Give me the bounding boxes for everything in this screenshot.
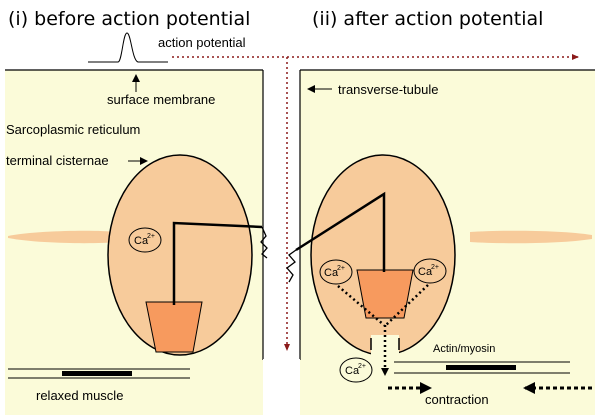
relaxed-muscle-filaments (8, 368, 190, 379)
right-coupling-linkage (295, 191, 386, 272)
surface-membrane (5, 69, 595, 361)
released-calcium-ion: Ca 2+ (339, 357, 373, 383)
svg-text:2+: 2+ (358, 363, 366, 370)
actin-myosin-label: Actin/myosin (433, 343, 495, 355)
transverse-tubule-label: transverse-tubule (338, 82, 438, 97)
svg-text:2+: 2+ (147, 233, 155, 240)
terminal-cisternae-label: terminal cisternae (6, 153, 109, 168)
contraction-label: contraction (425, 392, 489, 407)
left-sr-tube (8, 230, 115, 244)
left-terminal-cisterna (107, 154, 253, 356)
sarcoplasmic-reticulum-label: Sarcoplasmic reticulum (6, 122, 140, 137)
action-potential-label: action potential (158, 35, 246, 50)
contracting-filaments (394, 361, 570, 374)
left-release-channel (145, 301, 203, 353)
right-calcium-ion-left: Ca 2+ (319, 259, 353, 285)
action-potential-trace (88, 32, 168, 63)
propagation-path (172, 54, 579, 351)
svg-text:Ca: Ca (134, 235, 149, 247)
svg-text:2+: 2+ (431, 264, 439, 271)
right-voltage-sensor (286, 249, 297, 283)
svg-text:Ca: Ca (418, 266, 433, 278)
svg-text:Ca: Ca (345, 365, 360, 377)
svg-text:Ca: Ca (324, 267, 339, 279)
right-release-channel (356, 269, 414, 319)
right-calcium-ion-right: Ca 2+ (413, 258, 447, 284)
title-before: (i) before action potential (8, 8, 250, 30)
left-calcium-ion: Ca 2+ (128, 227, 162, 253)
calcium-release-path (337, 284, 429, 376)
svg-text:2+: 2+ (337, 265, 345, 272)
t-tubule-lumen (263, 70, 300, 360)
left-voltage-sensor (260, 226, 268, 259)
title-after: (ii) after action potential (312, 8, 543, 30)
surface-membrane-label: surface membrane (107, 92, 215, 107)
relaxed-muscle-label: relaxed muscle (36, 388, 123, 403)
left-coupling-linkage (172, 221, 263, 305)
right-sr-tube (470, 230, 592, 244)
